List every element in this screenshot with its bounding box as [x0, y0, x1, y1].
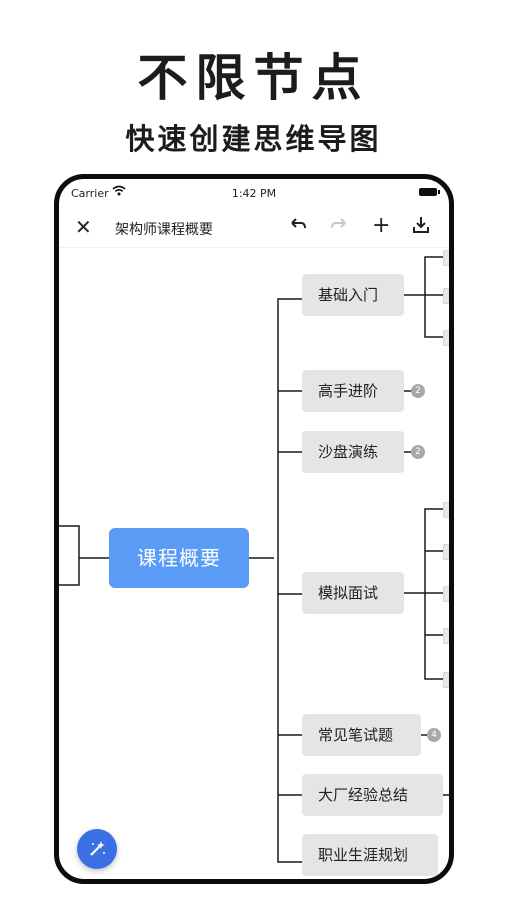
subnode-stub[interactable] [443, 330, 449, 346]
magic-wand-icon[interactable] [77, 829, 117, 869]
collapsed-count-badge[interactable]: 2 [411, 384, 425, 398]
subnode-stub[interactable] [443, 586, 449, 602]
subnode-stub[interactable] [443, 628, 449, 644]
mindmap-canvas[interactable]: 课程概要 基础入门 高手进阶 2 沙盘演练 2 模拟面试 常见笔试题 4 大厂经… [59, 179, 449, 879]
node-mock-interview[interactable]: 模拟面试 [302, 572, 404, 614]
mindmap-connectors [59, 256, 449, 863]
subnode-stub[interactable] [443, 502, 449, 518]
node-advanced[interactable]: 高手进阶 [302, 370, 404, 412]
collapsed-count-badge[interactable]: 4 [427, 728, 441, 742]
promo-headline: 不限节点 [137, 49, 370, 107]
subnode-stub[interactable] [443, 288, 449, 304]
root-node[interactable]: 课程概要 [109, 528, 249, 588]
editor-toolbar: ✕ 架构师课程概要 + [59, 211, 449, 248]
status-time: 1:42 PM [231, 187, 277, 200]
subnode-stub[interactable] [443, 672, 449, 688]
promo-subline: 快速创建思维导图 [125, 122, 382, 156]
document-title: 架构师课程概要 [115, 222, 213, 238]
battery-icon [419, 188, 440, 196]
node-big-tech-experience[interactable]: 大厂经验总结 [302, 774, 443, 816]
add-icon[interactable]: + [372, 213, 391, 238]
carrier-label: Carrier [71, 187, 109, 200]
undo-icon[interactable] [288, 215, 308, 240]
node-sandbox[interactable]: 沙盘演练 [302, 431, 404, 473]
collapsed-count-badge[interactable]: 2 [411, 445, 425, 459]
export-icon[interactable] [411, 215, 431, 240]
node-career-planning[interactable]: 职业生涯规划 [302, 834, 438, 876]
wifi-icon [112, 185, 126, 199]
close-icon[interactable]: ✕ [75, 215, 92, 239]
subnode-stub[interactable] [443, 250, 449, 266]
redo-icon[interactable] [329, 215, 349, 240]
subnode-stub[interactable] [443, 544, 449, 560]
phone-frame: Carrier 1:42 PM ✕ 架构师课程概要 + [54, 174, 454, 884]
status-bar: Carrier 1:42 PM [59, 179, 449, 203]
node-basics[interactable]: 基础入门 [302, 274, 404, 316]
node-written-test[interactable]: 常见笔试题 [302, 714, 421, 756]
